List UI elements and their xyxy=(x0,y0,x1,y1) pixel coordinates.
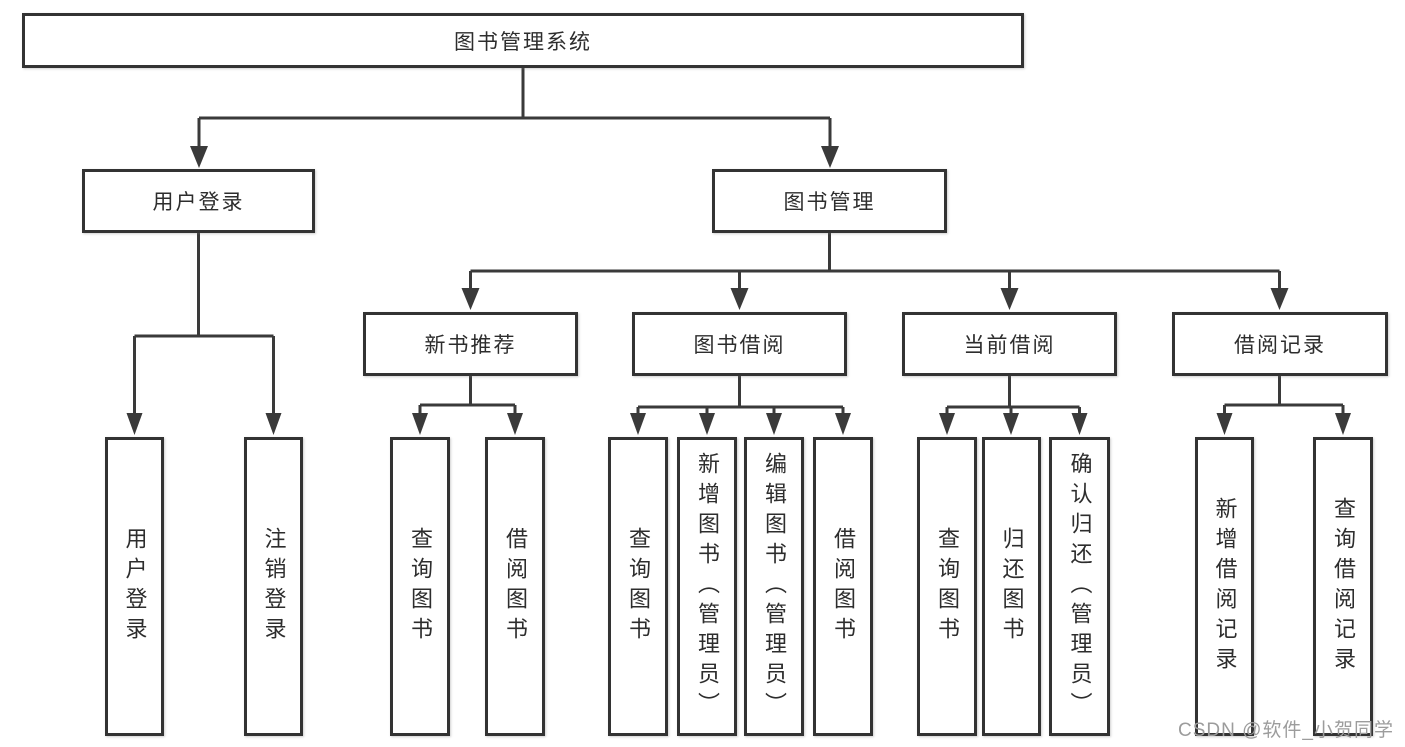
leaf-logout: 注销登录 xyxy=(244,437,303,736)
leaf-confirm-return-admin: 确认归还（管理员） xyxy=(1049,437,1110,736)
leaf-query-books-recommend: 查询图书 xyxy=(390,437,450,736)
node-borrowing-records: 借阅记录 xyxy=(1172,312,1388,376)
leaf-return-books: 归还图书 xyxy=(982,437,1041,736)
leaf-add-book-admin: 新增图书（管理员） xyxy=(677,437,737,736)
node-root-library-management-system: 图书管理系统 xyxy=(22,13,1024,68)
leaf-user-login: 用户登录 xyxy=(105,437,164,736)
leaf-edit-book-admin: 编辑图书（管理员） xyxy=(744,437,804,736)
leaf-query-books-current: 查询图书 xyxy=(917,437,977,736)
node-new-book-recommendation: 新书推荐 xyxy=(363,312,578,376)
leaf-query-borrowing-record: 查询借阅记录 xyxy=(1313,437,1373,736)
connector-bookborrow-to-leaves xyxy=(638,376,843,409)
node-book-borrowing: 图书借阅 xyxy=(632,312,847,376)
connector-root-to-level2 xyxy=(199,68,830,120)
connector-bookmgmt-to-level3 xyxy=(470,233,1280,273)
connector-currentborrow-to-leaves xyxy=(947,376,1080,409)
node-book-management-branch: 图书管理 xyxy=(712,169,947,233)
leaf-borrow-books-recommend: 借阅图书 xyxy=(485,437,545,736)
connector-borrowrecords-to-leaves xyxy=(1224,376,1343,407)
leaf-add-borrowing-record: 新增借阅记录 xyxy=(1195,437,1254,736)
leaf-query-books-borrowing: 查询图书 xyxy=(608,437,668,736)
connector-userlogin-to-leaves xyxy=(134,233,274,338)
node-user-login-branch: 用户登录 xyxy=(82,169,315,233)
connector-newbookrec-to-leaves xyxy=(420,376,515,407)
node-current-borrowing: 当前借阅 xyxy=(902,312,1117,376)
csdn-watermark: CSDN @软件_小贺同学 xyxy=(1178,720,1394,741)
leaf-borrow-books-borrowing: 借阅图书 xyxy=(813,437,873,736)
